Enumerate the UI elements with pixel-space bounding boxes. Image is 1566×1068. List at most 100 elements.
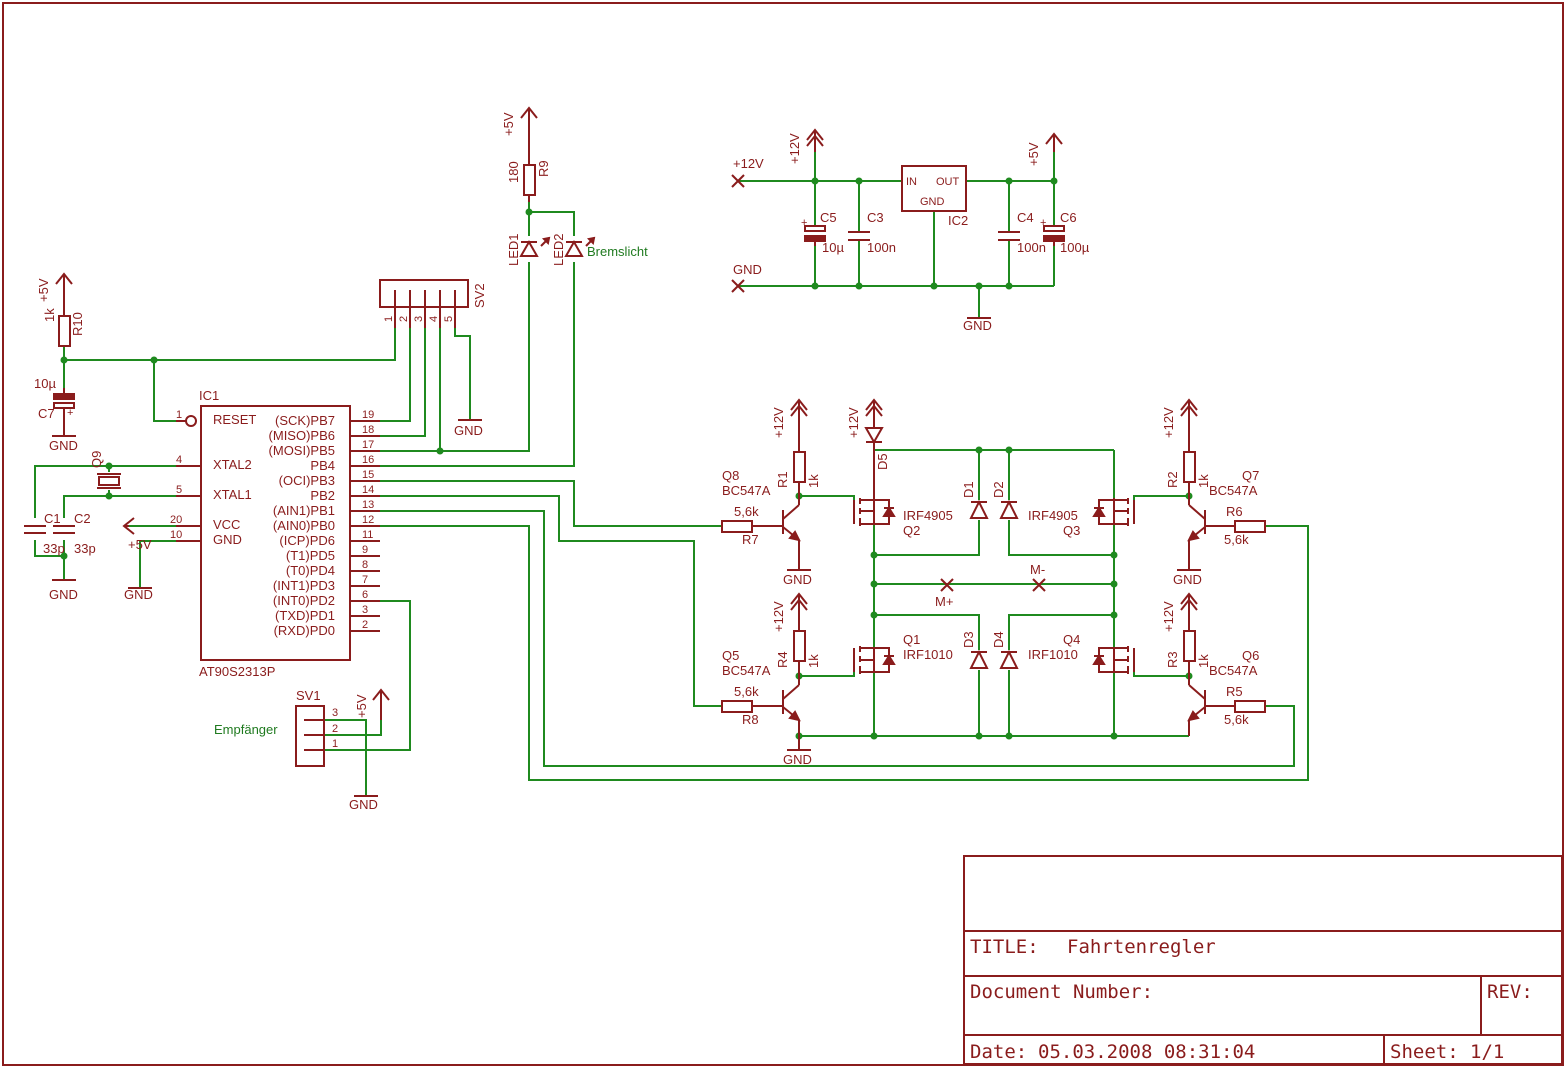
title-label: TITLE: — [970, 936, 1039, 958]
svg-text:1k: 1k — [42, 308, 57, 322]
svg-text:GND: GND — [783, 752, 812, 767]
supply-5v-sv1: +5V — [354, 688, 390, 720]
svg-text:IRF4905: IRF4905 — [903, 508, 953, 523]
r7-resistor: 5,6k R7 — [721, 504, 762, 547]
svg-text:+5V: +5V — [1026, 142, 1041, 166]
led1: LED1 — [506, 233, 551, 266]
ic1-pin-name: PB2 — [310, 488, 335, 503]
q4-mosfet: Q4 IRF1010 — [1028, 632, 1135, 674]
d4-diode: D4 — [991, 631, 1019, 669]
svg-text:+12V: +12V — [1161, 601, 1176, 632]
svg-text:GND: GND — [213, 532, 242, 547]
c2-capacitor: C2 33p — [53, 511, 96, 556]
svg-text:Q7: Q7 — [1242, 468, 1259, 483]
q2-mosfet: IRF4905 Q2 — [853, 450, 953, 538]
ic1-pin-name: (RXD)PD0 — [274, 623, 335, 638]
sheet-label: Sheet: — [1390, 1041, 1459, 1063]
title-value: Fahrtenregler — [1067, 936, 1216, 958]
q5-transistor: Q5 BC547A — [722, 648, 801, 722]
svg-text:SV1: SV1 — [296, 688, 321, 703]
svg-text:Q1: Q1 — [903, 632, 920, 647]
net-mplus: M+ — [935, 594, 953, 609]
wires — [34, 152, 1309, 796]
ic1-pin-name: (TXD)PD1 — [275, 608, 335, 623]
sv2-pin-number: 4 — [428, 316, 440, 322]
d2-diode: D2 — [991, 481, 1019, 519]
ic1-pin-number: 13 — [362, 499, 374, 511]
ic1-pin-number: 11 — [362, 529, 373, 541]
svg-text:GND: GND — [920, 196, 945, 208]
ic1-pin-name: (INT0)PD2 — [273, 593, 335, 608]
ic1-pin-name: (AIN0)PB0 — [273, 518, 335, 533]
q3-mosfet: IRF4905 Q3 — [1028, 498, 1135, 538]
ic1-pin-number: 14 — [362, 484, 374, 496]
svg-text:AT90S2313P: AT90S2313P — [199, 664, 275, 679]
sheet-value: 1/1 — [1470, 1041, 1504, 1063]
svg-text:XTAL1: XTAL1 — [213, 487, 252, 502]
net-mminus: M- — [1030, 562, 1045, 577]
ic1-microcontroller: IC1 AT90S2313P RESET XTAL2 XTAL1 VCC GND… — [170, 388, 380, 679]
svg-text:1: 1 — [176, 409, 182, 421]
svg-text:+5V: +5V — [36, 278, 51, 302]
svg-text:+12V: +12V — [1161, 407, 1176, 438]
r4-resistor: R4 1k — [775, 630, 821, 676]
svg-text:33p: 33p — [74, 541, 96, 556]
svg-text:1k: 1k — [1196, 654, 1211, 668]
svg-text:+: + — [801, 217, 807, 229]
svg-text:100µ: 100µ — [1060, 240, 1090, 255]
svg-text:+5V: +5V — [501, 112, 516, 136]
ic1-pin-name: (OCI)PB3 — [279, 473, 335, 488]
svg-text:GND: GND — [124, 587, 153, 602]
svg-text:1k: 1k — [806, 474, 821, 488]
c5-capacitor: + C5 10µ — [801, 210, 844, 255]
date-value: 05.03.2008 08:31:04 — [1038, 1041, 1255, 1063]
ic1-pin-number: 8 — [362, 559, 368, 571]
svg-text:100n: 100n — [1017, 240, 1046, 255]
q7-transistor: Q7 BC547A — [1187, 468, 1259, 542]
svg-text:C7: C7 — [38, 406, 55, 421]
ic1-pin-name: (AIN1)PB1 — [273, 503, 335, 518]
svg-text:R10: R10 — [70, 312, 85, 336]
svg-text:+12V: +12V — [846, 407, 861, 438]
svg-text:C1: C1 — [44, 511, 61, 526]
d1-diode: D1 — [961, 481, 989, 519]
svg-text:180: 180 — [506, 161, 521, 183]
svg-text:C2: C2 — [74, 511, 91, 526]
q9-crystal: Q9 — [89, 451, 121, 489]
ic1-pin-name: (SCK)PB7 — [275, 413, 335, 428]
gnd-symbols: GND GND GND GND GND GND GND GND GND — [49, 317, 1202, 812]
net-empfaenger: Empfänger — [214, 722, 278, 737]
q1-mosfet: Q1 IRF1010 — [853, 632, 953, 674]
svg-text:C5: C5 — [820, 210, 837, 225]
svg-text:10µ: 10µ — [34, 376, 56, 391]
r10-resistor: R10 1k — [42, 308, 85, 347]
svg-text:GND: GND — [783, 572, 812, 587]
ic1-pin-number: 15 — [362, 469, 374, 481]
supply-5v-r9: +5V — [501, 106, 538, 165]
ic1-pin-name: PB4 — [310, 458, 335, 473]
svg-text:GND: GND — [1173, 572, 1202, 587]
supply-5v-reg: +5V — [1026, 132, 1063, 166]
svg-text:1k: 1k — [806, 654, 821, 668]
svg-text:R2: R2 — [1165, 471, 1180, 488]
supply-12v-r4: +12V — [771, 592, 808, 632]
svg-text:+5V: +5V — [128, 537, 152, 552]
svg-text:R1: R1 — [775, 471, 790, 488]
svg-text:C3: C3 — [867, 210, 884, 225]
svg-text:LED1: LED1 — [506, 233, 521, 266]
ic1-pin-number: 18 — [362, 424, 374, 436]
d5-diode: D5 — [864, 427, 890, 470]
r5-resistor: R5 5,6k — [1224, 684, 1266, 727]
supply-5v-r10: +5V — [36, 272, 73, 316]
ic2-regulator: IN OUT GND IC2 — [901, 165, 968, 228]
svg-text:D4: D4 — [991, 631, 1006, 648]
svg-text:33p: 33p — [43, 541, 65, 556]
r1-resistor: R1 1k — [775, 450, 821, 496]
supply-12v-r2: +12V — [1161, 398, 1198, 450]
svg-text:+12V: +12V — [771, 601, 786, 632]
ic1-pin-number: 3 — [362, 604, 368, 616]
svg-text:LED2: LED2 — [551, 233, 566, 266]
supply-12v-r3: +12V — [1161, 592, 1198, 632]
